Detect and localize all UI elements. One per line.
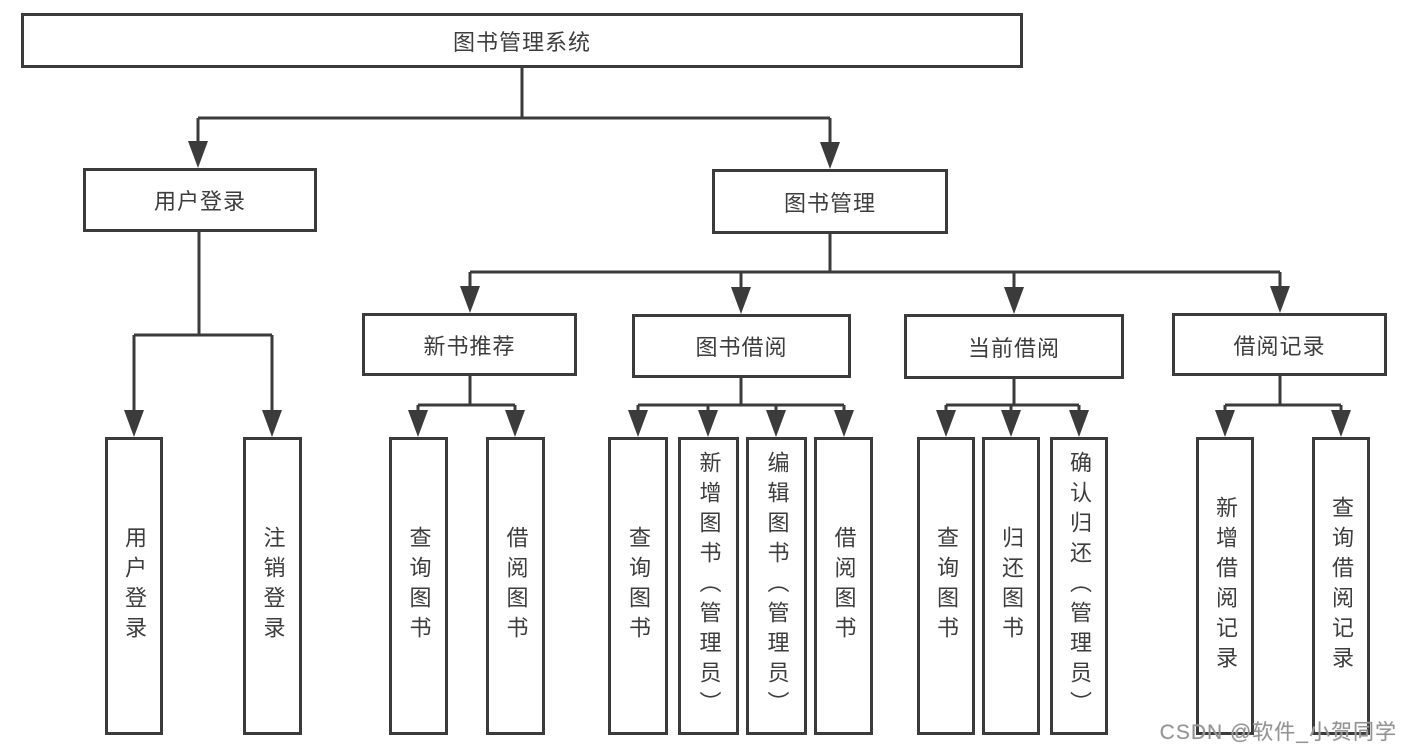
node-book-borrowing: 图书借阅 (632, 314, 851, 378)
leaf-label: 查询图书 (626, 526, 651, 646)
arrowhead-icons (124, 141, 1351, 437)
node-label: 图书借阅 (695, 335, 788, 360)
leaf-borrow-books: 借阅图书 (814, 437, 873, 735)
leaf-label: 用户登录 (122, 526, 147, 646)
leaf-query-books-recommendation: 查询图书 (389, 437, 448, 735)
node-new-book-recommendation: 新书推荐 (362, 313, 577, 376)
node-label: 当前借阅 (967, 335, 1060, 361)
leaf-borrow-books-recommendation: 借阅图书 (486, 437, 545, 735)
leaf-query-books-current: 查询图书 (917, 437, 975, 735)
node-label: 图书管理系统 (452, 29, 591, 55)
node-user-login: 用户登录 (83, 168, 317, 232)
node-label: 用户登录 (153, 189, 246, 214)
leaf-label: 确认归还（管理员） (1067, 451, 1092, 721)
leaf-query-borrowing-record: 查询借阅记录 (1312, 437, 1370, 735)
leaf-user-login: 用户登录 (105, 437, 163, 735)
leaf-logout: 注销登录 (243, 437, 302, 735)
node-label: 图书管理 (783, 190, 876, 216)
leaf-label: 查询借阅记录 (1329, 496, 1354, 676)
node-current-borrowing: 当前借阅 (904, 314, 1124, 379)
leaf-label: 查询图书 (406, 526, 432, 646)
leaf-add-borrowing-record: 新增借阅记录 (1196, 437, 1254, 735)
csdn-watermark: CSDN @软件_小贺同学 (1159, 721, 1397, 744)
leaf-confirm-return-admin: 确认归还（管理员） (1050, 437, 1108, 735)
leaf-label: 借阅图书 (503, 526, 529, 646)
leaf-label: 查询图书 (934, 526, 959, 646)
leaf-label: 借阅图书 (831, 526, 857, 646)
node-label: 借阅记录 (1233, 333, 1326, 359)
leaf-label: 归还图书 (999, 526, 1024, 646)
leaf-label: 编辑图书（管理员） (764, 451, 790, 721)
node-label: 新书推荐 (423, 333, 516, 359)
leaf-query-books-borrowing: 查询图书 (608, 437, 668, 735)
node-book-management: 图书管理 (712, 169, 948, 234)
leaf-add-books-admin: 新增图书（管理员） (678, 437, 739, 735)
leaf-label: 新增借阅记录 (1213, 496, 1238, 676)
node-library-management-system: 图书管理系统 (21, 13, 1023, 68)
leaf-label: 注销登录 (260, 526, 286, 646)
node-borrowing-records: 借阅记录 (1172, 313, 1387, 376)
leaf-edit-books-admin: 编辑图书（管理员） (746, 437, 807, 735)
leaf-return-books: 归还图书 (982, 437, 1040, 735)
leaf-label: 新增图书（管理员） (696, 451, 722, 721)
